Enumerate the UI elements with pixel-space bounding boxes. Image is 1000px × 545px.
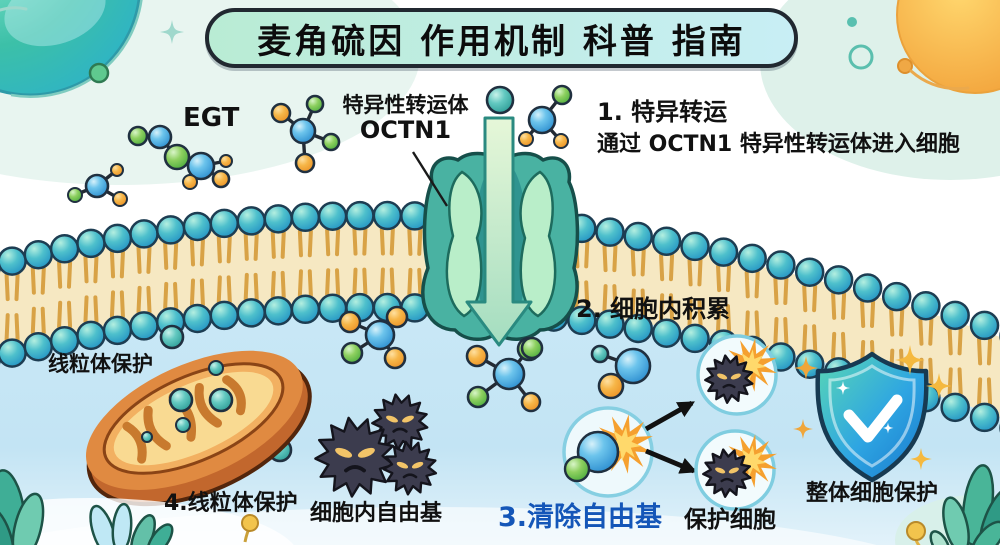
spiky-free-radical-icon — [382, 440, 438, 496]
page-title: 麦角硫因 作用机制 科普 指南 — [205, 8, 798, 68]
neutralized-radical-bubble — [694, 429, 777, 511]
egt-molecule — [270, 94, 341, 174]
egt-molecule — [518, 84, 573, 149]
planet-decoration — [0, 0, 184, 98]
free-radicals — [314, 393, 438, 498]
octn1-transporter-label: 特异性转运体 OCTN1 — [318, 93, 493, 145]
shield-label: 整体细胞保护 — [806, 481, 939, 506]
spiky-free-radical-icon — [314, 416, 395, 498]
egt-molecule — [590, 344, 652, 400]
transporter-label-line2: OCTN1 — [359, 116, 452, 145]
step4-label: 4.线粒体保护 — [164, 491, 298, 516]
shield-check-icon — [815, 351, 929, 483]
egt-molecule — [338, 305, 409, 370]
entry-arrow-icon — [465, 116, 533, 347]
egt-molecule — [67, 163, 128, 207]
step1-title: 1. 特异转运 — [597, 98, 728, 126]
egt-label: EGT — [183, 103, 240, 133]
step2-label: 2. 细胞内积累 — [576, 295, 731, 323]
sun-decoration — [847, 0, 1000, 94]
reaction-arrow — [645, 448, 698, 474]
spiky-free-radical-icon — [704, 354, 754, 404]
mitochondria-callout-label: 线粒体保护 — [48, 352, 153, 376]
octn1-pointer-line — [411, 151, 449, 207]
egt-spheres-in-mitochondrion — [141, 360, 234, 443]
egt-sphere — [485, 85, 515, 115]
step1-label: 1. 特异转运 通过 OCTN1 特异性转运体进入细胞 — [597, 98, 960, 157]
reaction-arrow — [644, 400, 695, 432]
step3-label: 3.清除自由基 — [498, 502, 663, 533]
transporter-label-line1: 特异性转运体 — [342, 93, 469, 117]
spiky-free-radical-icon — [702, 448, 752, 498]
protect-cells-label: 保护细胞 — [684, 507, 776, 533]
free-radicals-label: 细胞内自由基 — [310, 501, 443, 526]
egt-molecule — [127, 124, 233, 190]
step1-description: 通过 OCTN1 特异性转运体进入细胞 — [597, 131, 960, 157]
neutralized-radical-bubble — [696, 334, 778, 416]
plant-decoration — [0, 469, 259, 545]
egt-scavenging-bubble — [562, 406, 654, 498]
mitochondrion — [85, 350, 312, 507]
